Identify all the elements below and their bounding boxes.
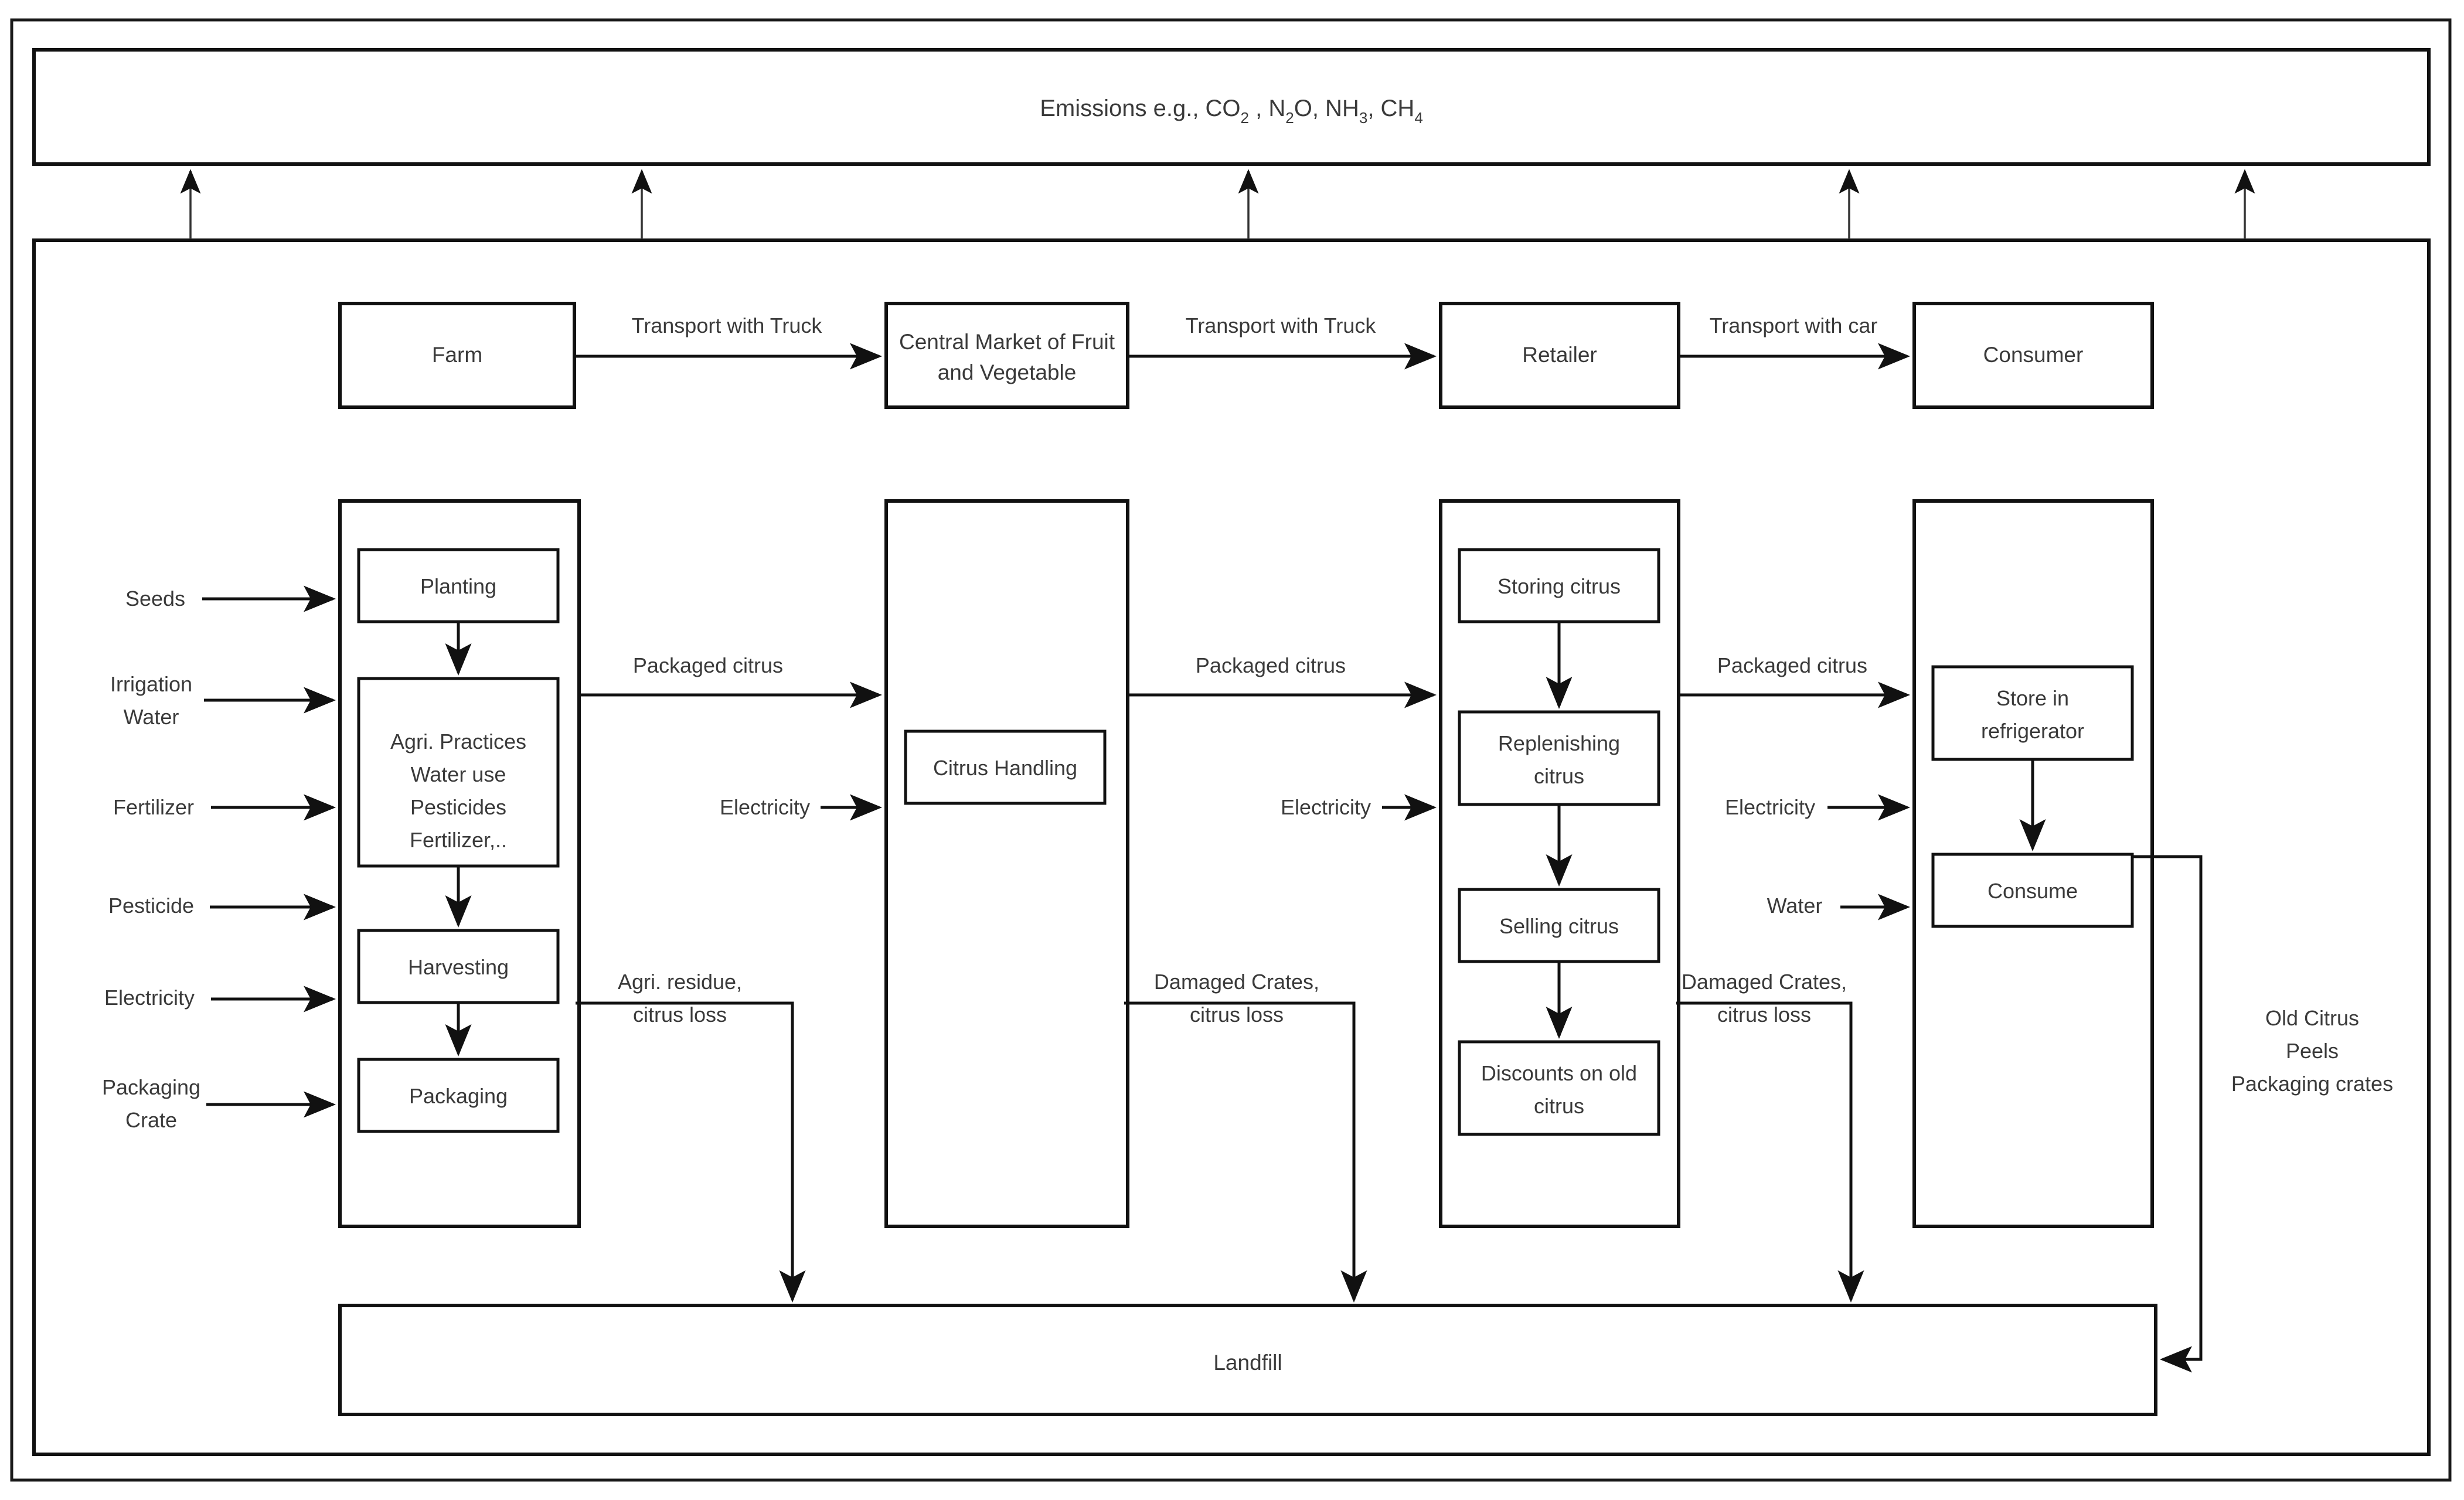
edge-label-market-to-retailer: Transport with Truck (1186, 313, 1377, 338)
step-consume-label: Consume (1987, 879, 2078, 903)
edge-label-farm-to-market: Transport with Truck (632, 313, 823, 338)
step-agri-practices-line2: Water use (411, 762, 506, 786)
waste-label-market-line1: Damaged Crates, (1154, 970, 1319, 994)
node-retailer-label: Retailer (1522, 343, 1597, 367)
step-replenishing-citrus-line2: citrus (1534, 764, 1584, 788)
waste-path-consumer (2133, 855, 2203, 1373)
emissions-banner-box (32, 48, 2431, 166)
input-label-packaging-crate-line1: Packaging (102, 1075, 200, 1099)
landfill-box[interactable] (338, 1304, 2157, 1416)
flow-label-packaged-citrus-3: Packaged citrus (1717, 653, 1867, 677)
flow-label-electricity-market: Electricity (720, 795, 810, 819)
waste-label-consumer-line1: Old Citrus (2265, 1006, 2359, 1030)
waste-label-consumer-line2: Peels (2286, 1039, 2339, 1063)
step-planting-label: Planting (420, 574, 496, 598)
waste-path-market (1124, 1001, 1367, 1303)
waste-label-farm-line1: Agri. residue, (618, 970, 742, 994)
waste-label-market-line2: citrus loss (1190, 1003, 1284, 1027)
flow-label-packaged-citrus-1: Packaged citrus (633, 653, 783, 677)
step-agri-practices-line4: Fertilizer,.. (410, 828, 507, 852)
landfill-label: Landfill (1213, 1351, 1282, 1375)
input-label-electricity: Electricity (104, 986, 195, 1010)
stage-column-market (884, 499, 1129, 1228)
step-replenishing-citrus-line1: Replenishing (1498, 731, 1620, 755)
step-discounts-line1: Discounts on old (1481, 1061, 1637, 1085)
node-retailer[interactable] (1439, 302, 1680, 409)
step-citrus-handling[interactable] (904, 729, 1107, 805)
input-label-pesticide: Pesticide (108, 894, 194, 918)
step-harvesting[interactable] (357, 929, 560, 1004)
waste-label-retailer-line2: citrus loss (1717, 1003, 1811, 1027)
waste-label-consumer-line3: Packaging crates (2231, 1072, 2393, 1096)
step-consume[interactable] (1931, 853, 2134, 928)
step-agri-practices-line3: Pesticides (410, 795, 506, 819)
flow-label-packaged-citrus-2: Packaged citrus (1196, 653, 1346, 677)
step-discounts-line2: citrus (1534, 1094, 1584, 1118)
step-storing-citrus-label: Storing citrus (1498, 574, 1621, 598)
step-store-in-refrigerator-line2: refrigerator (1981, 719, 2084, 743)
input-label-packaging-crate-line2: Crate (125, 1108, 177, 1132)
node-central-market-label-line2: and Vegetable (938, 360, 1077, 384)
node-central-market[interactable] (884, 302, 1129, 409)
step-discounts-old-citrus[interactable] (1458, 1040, 1660, 1136)
input-label-seeds: Seeds (125, 587, 185, 611)
step-store-in-refrigerator-line1: Store in (1996, 686, 2069, 710)
step-planting[interactable] (357, 548, 560, 623)
step-storing-citrus[interactable] (1458, 548, 1660, 623)
node-consumer-label: Consumer (1983, 343, 2084, 367)
step-agri-practices-line1: Agri. Practices (390, 729, 526, 754)
node-farm-label: Farm (432, 343, 482, 367)
edge-label-retailer-to-consumer: Transport with car (1710, 313, 1878, 338)
node-central-market-label-line1: Central Market of Fruit (899, 330, 1115, 354)
step-selling-citrus-label: Selling citrus (1499, 914, 1619, 938)
waste-label-retailer-line1: Damaged Crates, (1682, 970, 1847, 994)
flow-label-electricity-retailer: Electricity (1281, 795, 1371, 819)
node-farm[interactable] (338, 302, 576, 409)
waste-path-farm (576, 1001, 806, 1303)
node-consumer[interactable] (1912, 302, 2154, 409)
flow-label-water-consumer: Water (1767, 894, 1823, 918)
flow-label-electricity-consumer: Electricity (1725, 795, 1815, 819)
step-replenishing-citrus[interactable] (1458, 710, 1660, 806)
step-harvesting-label: Harvesting (408, 955, 509, 979)
outer-frame (10, 18, 2452, 1482)
waste-label-farm-line2: citrus loss (633, 1003, 727, 1027)
input-label-irrigation-water-line1: Irrigation (110, 672, 192, 696)
step-packaging-label: Packaging (409, 1084, 508, 1108)
step-store-in-refrigerator[interactable] (1931, 665, 2134, 761)
step-packaging[interactable] (357, 1058, 560, 1133)
emissions-banner-text: Emissions e.g., CO2 , N2O, NH3, CH4 (1040, 96, 1423, 127)
input-label-irrigation-water-line2: Water (124, 705, 179, 729)
waste-path-retailer (1676, 1001, 1864, 1303)
step-agri-practices[interactable] (357, 677, 560, 868)
input-label-fertilizer: Fertilizer (113, 795, 194, 819)
step-citrus-handling-label: Citrus Handling (933, 756, 1077, 780)
